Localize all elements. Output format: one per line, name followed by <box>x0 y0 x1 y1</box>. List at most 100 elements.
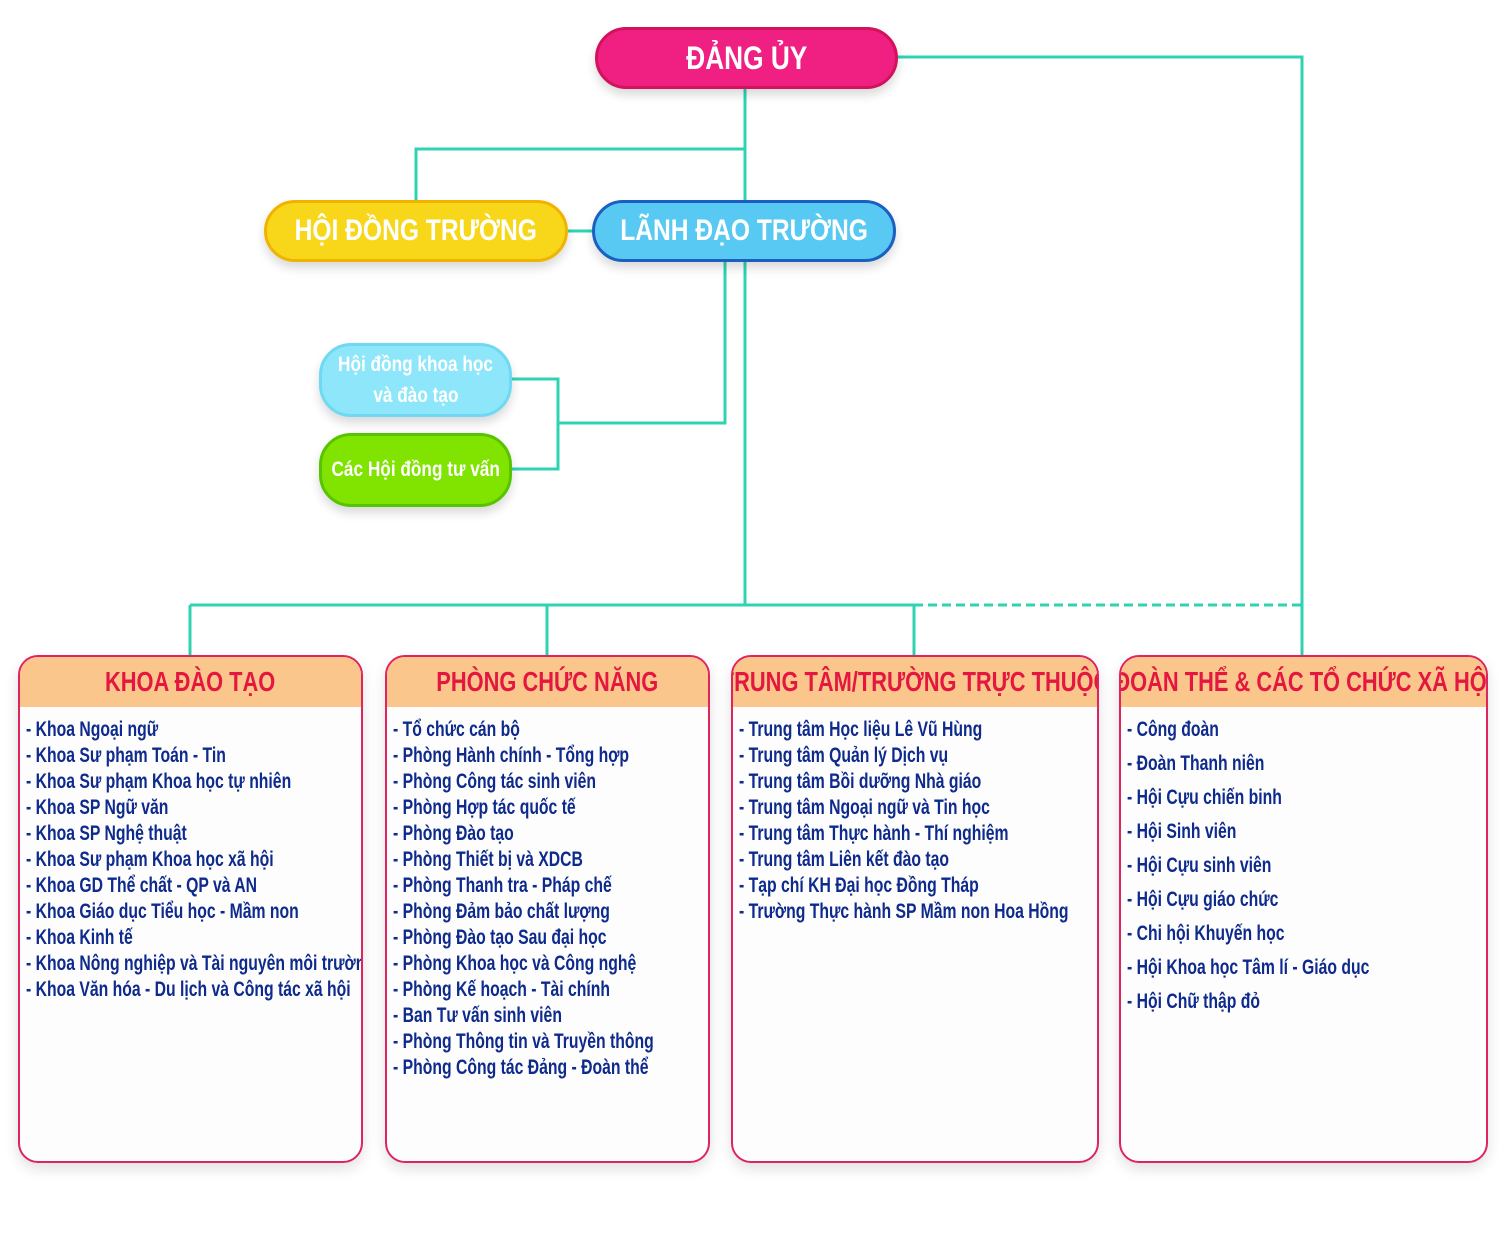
list-item-label: - Khoa Kinh tế <box>26 926 133 949</box>
node-label: Hội đồng khoa học <box>338 353 493 376</box>
list-item: - Công đoàn <box>1127 713 1486 747</box>
list-item-label: - Trung tâm Ngoại ngữ và Tin học <box>739 796 990 819</box>
list-item-label: - Hội Cựu giáo chức <box>1127 888 1279 911</box>
list-item: - Phòng Công tác Đảng - Đoàn thể <box>393 1055 708 1081</box>
group-list: - Trung tâm Học liệu Lê Vũ Hùng - Trung t… <box>733 707 1097 925</box>
node-label: ĐẢNG ỦY <box>685 39 808 76</box>
group-header: KHOA ĐÀO TẠO <box>20 657 361 707</box>
list-item: - Khoa Sư phạm Toán - Tin <box>26 743 361 769</box>
list-item-label: - Phòng Thanh tra - Pháp chế <box>393 874 612 897</box>
list-item: - Hội Cựu giáo chức <box>1127 883 1486 917</box>
list-item: - Khoa Sư phạm Khoa học tự nhiên <box>26 769 361 795</box>
list-item: - Trung tâm Thực hành - Thí nghiệm <box>739 821 1097 847</box>
list-item-label: - Phòng Thông tin và Truyền thông <box>393 1030 654 1053</box>
list-item: - Đoàn Thanh niên <box>1127 747 1486 781</box>
list-item: - Khoa Văn hóa - Du lịch và Công tác xã … <box>26 977 361 1003</box>
list-item-label: - Khoa Sư phạm Toán - Tin <box>26 744 226 767</box>
list-item: - Phòng Đảm bảo chất lượng <box>393 899 708 925</box>
node-label: LÃNH ĐẠO TRƯỜNG <box>620 214 868 247</box>
list-item: - Tạp chí KH Đại học Đồng Tháp <box>739 873 1097 899</box>
list-item: - Hội Khoa học Tâm lí - Giáo dục <box>1127 951 1486 985</box>
node-label: và đào tạo <box>372 384 459 407</box>
list-item: - Phòng Hợp tác quốc tế <box>393 795 708 821</box>
list-item: - Phòng Thông tin và Truyền thông <box>393 1029 708 1055</box>
list-item-label: - Khoa Sư phạm Khoa học tự nhiên <box>26 770 292 793</box>
node-lanh-dao-truong: LÃNH ĐẠO TRƯỜNG <box>592 200 896 262</box>
list-item: - Hội Chữ thập đỏ <box>1127 985 1486 1019</box>
group-header: ĐOÀN THỂ & CÁC TỔ CHỨC XÃ HỘI <box>1121 657 1486 707</box>
list-item-label: - Khoa Sư phạm Khoa học xã hội <box>26 848 274 871</box>
group-list: - Khoa Ngoại ngữ - Khoa Sư phạm Toán - Ti… <box>20 707 361 1003</box>
list-item: - Khoa GD Thể chất - QP và AN <box>26 873 361 899</box>
list-item-label: - Khoa SP Ngữ văn <box>26 796 169 819</box>
list-item: - Phòng Khoa học và Công nghệ <box>393 951 708 977</box>
list-item-label: - Khoa Văn hóa - Du lịch và Công tác xã … <box>26 978 351 1001</box>
list-item-label: - Khoa Ngoại ngữ <box>26 718 159 741</box>
node-hoi-dong-khoa-hoc: Hội đồng khoa học và đào tạo <box>319 343 512 417</box>
list-item-label: - Phòng Đào tạo <box>393 822 514 845</box>
list-item: - Tổ chức cán bộ <box>393 717 708 743</box>
list-item: - Phòng Đào tạo Sau đại học <box>393 925 708 951</box>
list-item-label: - Phòng Đảm bảo chất lượng <box>393 900 610 923</box>
list-item-label: - Phòng Công tác Đảng - Đoàn thể <box>393 1056 649 1079</box>
group-list: - Công đoàn - Đoàn Thanh niên - Hội Cựu ch… <box>1121 707 1486 1019</box>
list-item-label: - Phòng Khoa học và Công nghệ <box>393 952 637 975</box>
node-hoi-dong-truong: HỘI ĐỒNG TRƯỜNG <box>264 200 568 262</box>
list-item-label: - Hội Chữ thập đỏ <box>1127 990 1261 1013</box>
list-item-label: - Trung tâm Thực hành - Thí nghiệm <box>739 822 1009 845</box>
list-item-label: - Hội Sinh viên <box>1127 820 1237 843</box>
list-item-label: - Khoa GD Thể chất - QP và AN <box>26 874 258 897</box>
node-dang-uy: ĐẢNG ỦY <box>595 27 898 89</box>
group-title: TRUNG TÂM/TRƯỜNG TRỰC THUỘC <box>731 666 1099 697</box>
node-label: HỘI ĐỒNG TRƯỜNG <box>294 214 538 247</box>
list-item: - Trung tâm Ngoại ngữ và Tin học <box>739 795 1097 821</box>
list-item: - Phòng Thanh tra - Pháp chế <box>393 873 708 899</box>
list-item: - Phòng Công tác sinh viên <box>393 769 708 795</box>
list-item: - Hội Cựu sinh viên <box>1127 849 1486 883</box>
list-item-label: - Phòng Thiết bị và XDCB <box>393 848 583 871</box>
list-item: - Phòng Thiết bị và XDCB <box>393 847 708 873</box>
list-item: - Ban Tư vấn sinh viên <box>393 1003 708 1029</box>
list-item-label: - Phòng Hành chính - Tổng hợp <box>393 744 630 767</box>
list-item-label: - Hội Cựu sinh viên <box>1127 854 1272 877</box>
list-item-label: - Trường Thực hành SP Mầm non Hoa Hồng <box>739 900 1069 923</box>
list-item: - Trung tâm Liên kết đào tạo <box>739 847 1097 873</box>
group-khoa-dao-tao: KHOA ĐÀO TẠO - Khoa Ngoại ngữ - Khoa Sư p… <box>18 655 363 1163</box>
list-item: - Trung tâm Học liệu Lê Vũ Hùng <box>739 717 1097 743</box>
list-item-label: - Phòng Công tác sinh viên <box>393 770 597 793</box>
node-hoi-dong-tu-van: Các Hội đồng tư vấn <box>319 433 512 507</box>
group-phong-chuc-nang: PHÒNG CHỨC NĂNG - Tổ chức cán bộ- Phòng … <box>385 655 710 1163</box>
list-item: - Hội Sinh viên <box>1127 815 1486 849</box>
group-header: TRUNG TÂM/TRƯỜNG TRỰC THUỘC <box>733 657 1097 707</box>
list-item-label: - Hội Cựu chiến binh <box>1127 786 1282 809</box>
list-item-label: - Trung tâm Quản lý Dịch vụ <box>739 744 949 767</box>
group-header: PHÒNG CHỨC NĂNG <box>387 657 708 707</box>
list-item: - Khoa Kinh tế <box>26 925 361 951</box>
list-item: - Chi hội Khuyến học <box>1127 917 1486 951</box>
node-label: Các Hội đồng tư vấn <box>331 458 500 481</box>
group-trung-tam: TRUNG TÂM/TRƯỜNG TRỰC THUỘC - Trung tâm … <box>731 655 1099 1163</box>
group-title: ĐOÀN THỂ & CÁC TỔ CHỨC XÃ HỘI <box>1119 666 1488 697</box>
list-item: - Trường Thực hành SP Mầm non Hoa Hồng <box>739 899 1097 925</box>
list-item-label: - Đoàn Thanh niên <box>1127 752 1265 775</box>
connector-dangu-to-hdt <box>414 147 745 200</box>
list-item-label: - Tạp chí KH Đại học Đồng Tháp <box>739 874 979 897</box>
group-title: KHOA ĐÀO TẠO <box>105 666 276 697</box>
list-item: - Phòng Kế hoạch - Tài chính <box>393 977 708 1003</box>
list-item-label: - Chi hội Khuyến học <box>1127 922 1285 945</box>
connector-councils-bracket <box>512 377 560 471</box>
list-item: - Khoa Giáo dục Tiểu học - Mầm non <box>26 899 361 925</box>
list-item: - Khoa SP Ngữ văn <box>26 795 361 821</box>
list-item: - Trung tâm Quản lý Dịch vụ <box>739 743 1097 769</box>
list-item-label: - Hội Khoa học Tâm lí - Giáo dục <box>1127 956 1370 979</box>
list-item-label: - Công đoàn <box>1127 718 1219 741</box>
group-list: - Tổ chức cán bộ- Phòng Hành chính - Tổn… <box>387 707 708 1081</box>
list-item: - Hội Cựu chiến binh <box>1127 781 1486 815</box>
list-item-label: - Trung tâm Liên kết đào tạo <box>739 848 950 871</box>
list-item-label: - Trung tâm Học liệu Lê Vũ Hùng <box>739 718 983 741</box>
group-title: PHÒNG CHỨC NĂNG <box>436 666 659 697</box>
list-item-label: - Ban Tư vấn sinh viên <box>393 1004 562 1027</box>
list-item: - Khoa Sư phạm Khoa học xã hội <box>26 847 361 873</box>
list-item-label: - Phòng Kế hoạch - Tài chính <box>393 978 611 1001</box>
